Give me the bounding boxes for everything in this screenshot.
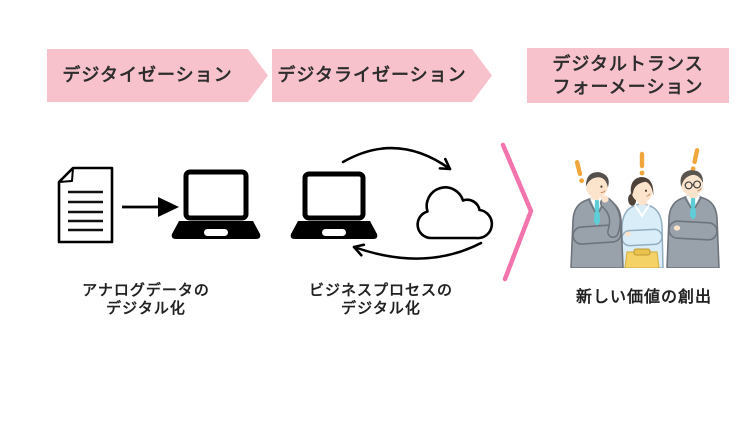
stage1-caption: アナログデータの デジタル化	[46, 281, 246, 317]
stage2-banner: デジタライゼーション	[272, 49, 492, 102]
exclamation-icon	[639, 151, 645, 176]
stage1-caption-line2: デジタル化	[106, 299, 186, 317]
cloud-icon	[416, 186, 494, 240]
business-people-illustration	[570, 148, 720, 268]
stage3-banner: デジタルトランス フォーメーション	[527, 48, 729, 103]
stage2-banner-label: デジタライゼーション	[277, 65, 467, 86]
laptop-cloud-sync-illustration	[290, 146, 494, 260]
stage3-caption: 新しい価値の創出	[544, 287, 744, 306]
document-icon	[57, 166, 114, 244]
laptop-icon	[171, 169, 261, 239]
stage3-caption-line1: 新しい価値の創出	[575, 287, 712, 306]
glasses-man-head	[680, 170, 704, 199]
laptop-icon	[290, 171, 378, 239]
stage1-banner-label: デジタイゼーション	[62, 65, 233, 86]
stage3-banner-label-line1: デジタルトランス	[552, 53, 704, 75]
thinking-man-figure	[570, 160, 624, 268]
stage2-caption-line1: ビジネスプロセスの	[308, 281, 453, 299]
exclamation-icon	[690, 148, 700, 172]
stage3-banner-label-line2: フォーメーション	[552, 76, 704, 98]
exclamation-icon	[574, 160, 585, 184]
stage1-caption-line1: アナログデータの	[82, 281, 210, 299]
woman-head	[628, 177, 654, 206]
stage1-banner: デジタイゼーション	[47, 49, 268, 102]
woman-figure	[620, 151, 664, 268]
document-to-laptop-illustration	[57, 166, 261, 244]
sync-arrows-icon	[341, 146, 483, 260]
right-arrow-icon	[122, 197, 179, 217]
stage2-caption: ビジネスプロセスの デジタル化	[281, 281, 481, 317]
glasses-man-figure	[666, 148, 720, 268]
thinking-man-head	[585, 172, 609, 201]
glasses-icon	[684, 180, 702, 190]
chevron-divider-icon	[500, 142, 534, 282]
stage2-caption-line2: デジタル化	[341, 299, 421, 317]
